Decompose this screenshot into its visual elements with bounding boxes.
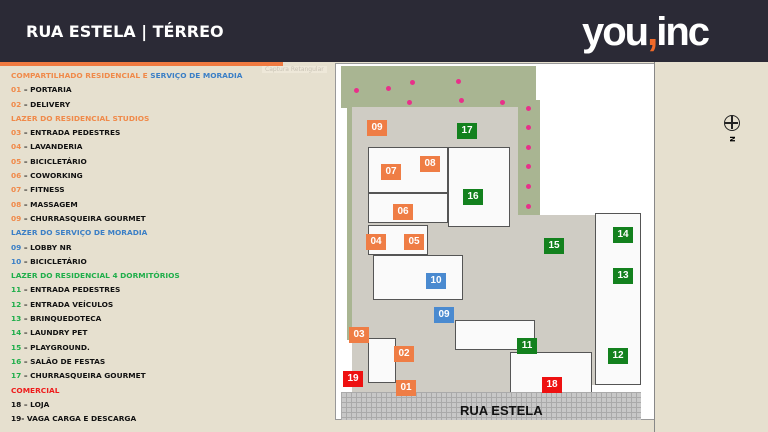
area-badge: 15: [544, 238, 564, 254]
legend-item: 18 – LOJA: [11, 399, 50, 409]
area-badge: 03: [349, 327, 369, 343]
legend-heading: COMPARTILHADO RESIDENCIAL E SERVIÇO DE M…: [11, 71, 243, 80]
area-badge: 07: [381, 164, 401, 180]
north-label: N: [727, 136, 736, 142]
area-badge: 01: [396, 380, 416, 396]
legend-item: 19- VAGA CARGA E DESCARGA: [11, 414, 137, 424]
page-title: RUA ESTELA | TÉRREO: [26, 22, 224, 41]
legend-item: 07 – FITNESS: [11, 185, 65, 195]
legend-item: 16 – SALÃO DE FESTAS: [11, 356, 106, 366]
area-badge: 19: [343, 371, 363, 387]
area-badge: 04: [366, 234, 386, 250]
accent-strip: [0, 62, 283, 66]
area-badge: 18: [542, 377, 562, 393]
street-label: RUA ESTELA: [460, 403, 543, 418]
legend-item: 06 – COWORKING: [11, 171, 83, 181]
divider: [654, 62, 655, 432]
legend-item: 10 – BICICLETÁRIO: [11, 256, 87, 266]
legend-item: 12 – ENTRADA VEÍCULOS: [11, 299, 114, 309]
header: RUA ESTELA | TÉRREO you,inc: [0, 0, 768, 62]
legend-heading: LAZER DO RESIDENCIAL STUDIOS: [11, 113, 150, 123]
legend-item: 09 – CHURRASQUEIRA GOURMET: [11, 213, 146, 223]
legend-item: 11 – ENTRADA PEDESTRES: [11, 285, 121, 295]
tooltip: Captura Retangular: [262, 66, 327, 73]
area-badge: 02: [394, 346, 414, 362]
legend: COMPARTILHADO RESIDENCIAL E SERVIÇO DE M…: [11, 69, 243, 426]
area-badge: 17: [457, 123, 477, 139]
area-badge: 09: [434, 307, 454, 323]
legend-item: 13 – BRINQUEDOTECA: [11, 314, 102, 324]
legend-heading: LAZER DO RESIDENCIAL 4 DORMITÓRIOS: [11, 271, 180, 281]
area-badge: 12: [608, 348, 628, 364]
area-badge: 08: [420, 156, 440, 172]
area-badge: 11: [517, 338, 537, 354]
legend-item: 03 – ENTRADA PEDESTRES: [11, 128, 121, 138]
area-badge: 14: [613, 227, 633, 243]
area-badge: 13: [613, 268, 633, 284]
legend-heading: COMERCIAL: [11, 385, 60, 395]
area-badge: 06: [393, 204, 413, 220]
you-inc-logo: you,inc: [582, 10, 710, 54]
area-badge: 09: [367, 120, 387, 136]
compass-icon: [724, 115, 740, 131]
legend-item: 17 – CHURRASQUEIRA GOURMET: [11, 371, 146, 381]
legend-item: 09 – LOBBY NR: [11, 242, 72, 252]
legend-item: 14 – LAUNDRY PET: [11, 328, 88, 338]
area-badge: 05: [404, 234, 424, 250]
area-badge: 16: [463, 189, 483, 205]
legend-item: 05 – BICICLETÁRIO: [11, 156, 87, 166]
legend-item: 08 – MASSAGEM: [11, 199, 78, 209]
legend-item: 04 – LAVANDERIA: [11, 142, 83, 152]
legend-item: 15 – PLAYGROUND.: [11, 342, 90, 352]
legend-item: 02 – DELIVERY: [11, 99, 71, 109]
legend-heading: LAZER DO SERVIÇO DE MORADIA: [11, 228, 148, 238]
area-badge: 10: [426, 273, 446, 289]
legend-item: 01 – PORTARIA: [11, 85, 72, 95]
